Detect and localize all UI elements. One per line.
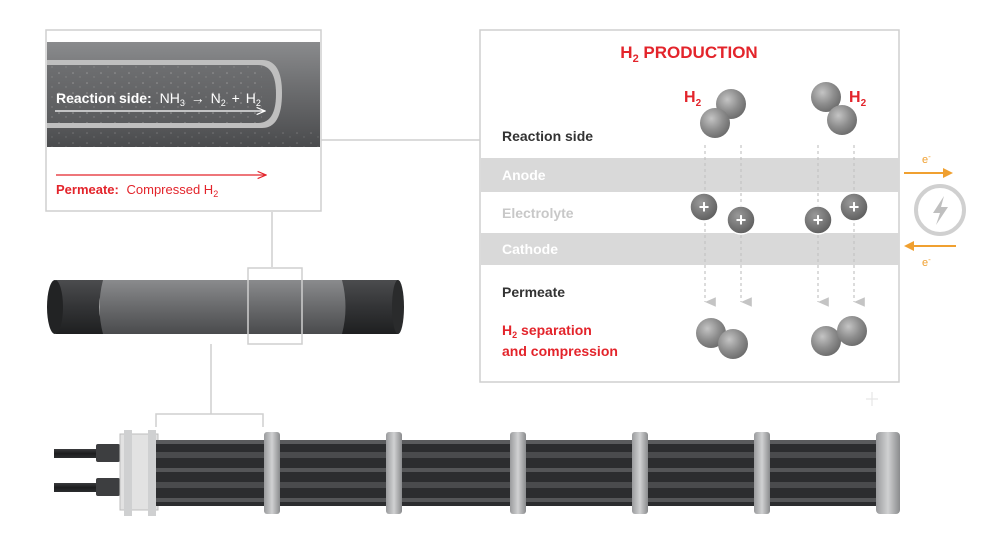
reaction-equation: Reaction side: NH3 → N2 + H2 xyxy=(56,90,261,109)
h2-molecule-icon xyxy=(696,318,748,359)
h2-molecule-label-left: H2 xyxy=(684,89,702,109)
electrolyte-label: Electrolyte xyxy=(502,205,574,221)
svg-text:+: + xyxy=(849,197,860,217)
anode-label: Anode xyxy=(502,167,546,183)
permeate-caption: Permeate: Compressed H2 xyxy=(56,182,218,199)
svg-text:+: + xyxy=(736,210,747,230)
reaction-side-label: Reaction side: xyxy=(56,90,152,106)
h2-production-panel: H2 PRODUCTION Reaction side Anode Electr… xyxy=(479,29,966,383)
permeate-row-label: Permeate xyxy=(502,284,565,300)
cathode-label: Cathode xyxy=(502,241,558,257)
proton-icon: + xyxy=(803,205,833,235)
panel-title: H2 PRODUCTION xyxy=(620,43,757,65)
cathode-band xyxy=(481,233,899,265)
svg-text:+: + xyxy=(699,197,710,217)
tube-bundle xyxy=(54,413,900,516)
tube-zoom-box: Reaction side: NH3 → N2 + H2 Permeate: C… xyxy=(45,29,322,212)
connector-lines xyxy=(210,139,480,414)
anode-band xyxy=(481,158,899,192)
reaction-side-row-label: Reaction side xyxy=(502,128,593,144)
electron-out-label: e- xyxy=(922,152,931,166)
compression-label: and compression xyxy=(502,343,618,359)
lightning-bolt-icon xyxy=(933,196,948,225)
proton-icon: + xyxy=(726,205,756,235)
external-circuit: e- e- xyxy=(904,152,966,269)
h2-molecule-icon xyxy=(811,82,857,135)
proton-icon: + xyxy=(839,192,869,222)
proton-icon: + xyxy=(689,192,719,222)
h2-molecule-label-right: H2 xyxy=(849,89,867,109)
single-tube xyxy=(47,267,404,345)
h2-molecule-icon xyxy=(811,316,867,356)
svg-text:+: + xyxy=(813,210,824,230)
permeate-label: Permeate: xyxy=(56,182,119,197)
electron-in-label: e- xyxy=(922,255,931,269)
spark-decoration xyxy=(866,392,878,406)
h2-molecule-icon xyxy=(700,89,746,138)
separation-label: H2 separation xyxy=(502,322,592,340)
zoom-selection-frame xyxy=(247,267,303,345)
